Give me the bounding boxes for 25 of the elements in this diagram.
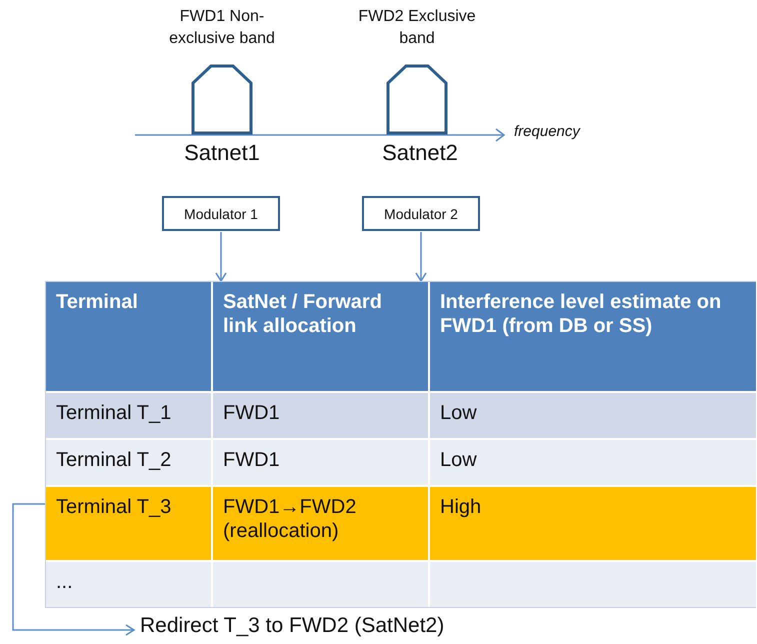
process-box: Modulator 1 <box>162 196 280 231</box>
network-label: Satnet2 <box>381 140 459 166</box>
table-header-cell: SatNet / Forward link allocation <box>213 282 428 391</box>
note-text: Redirect T_3 to FWD2 (SatNet2) <box>140 614 444 638</box>
table-cell: FWD1→FWD2 (reallocation) <box>213 487 428 560</box>
arrow <box>415 232 427 282</box>
band-label: FWD1 Non-exclusive band <box>168 7 276 49</box>
band-label: FWD2 Exclusive band <box>357 7 477 49</box>
table-header-cell: Interference level estimate on FWD1 (from DB or SS) <box>430 282 756 391</box>
table-cell: Terminal T_1 <box>46 393 211 438</box>
data-table <box>45 281 756 608</box>
axis-label: frequency <box>514 123 580 140</box>
table-cell: Low <box>430 440 756 485</box>
table-cell: Terminal T_3 <box>46 487 211 560</box>
network-label: Satnet1 <box>183 140 261 166</box>
table-cell: Terminal T_2 <box>46 440 211 485</box>
table-cell: FWD1 <box>213 440 428 485</box>
table-cell: High <box>430 487 756 560</box>
arrow <box>215 232 227 282</box>
arrow <box>12 503 135 636</box>
table-cell: FWD1 <box>213 393 428 438</box>
table-cell: Low <box>430 393 756 438</box>
table-header-cell: Terminal <box>46 282 211 391</box>
table-cell: ... <box>46 562 211 607</box>
process-box: Modulator 2 <box>362 196 480 231</box>
